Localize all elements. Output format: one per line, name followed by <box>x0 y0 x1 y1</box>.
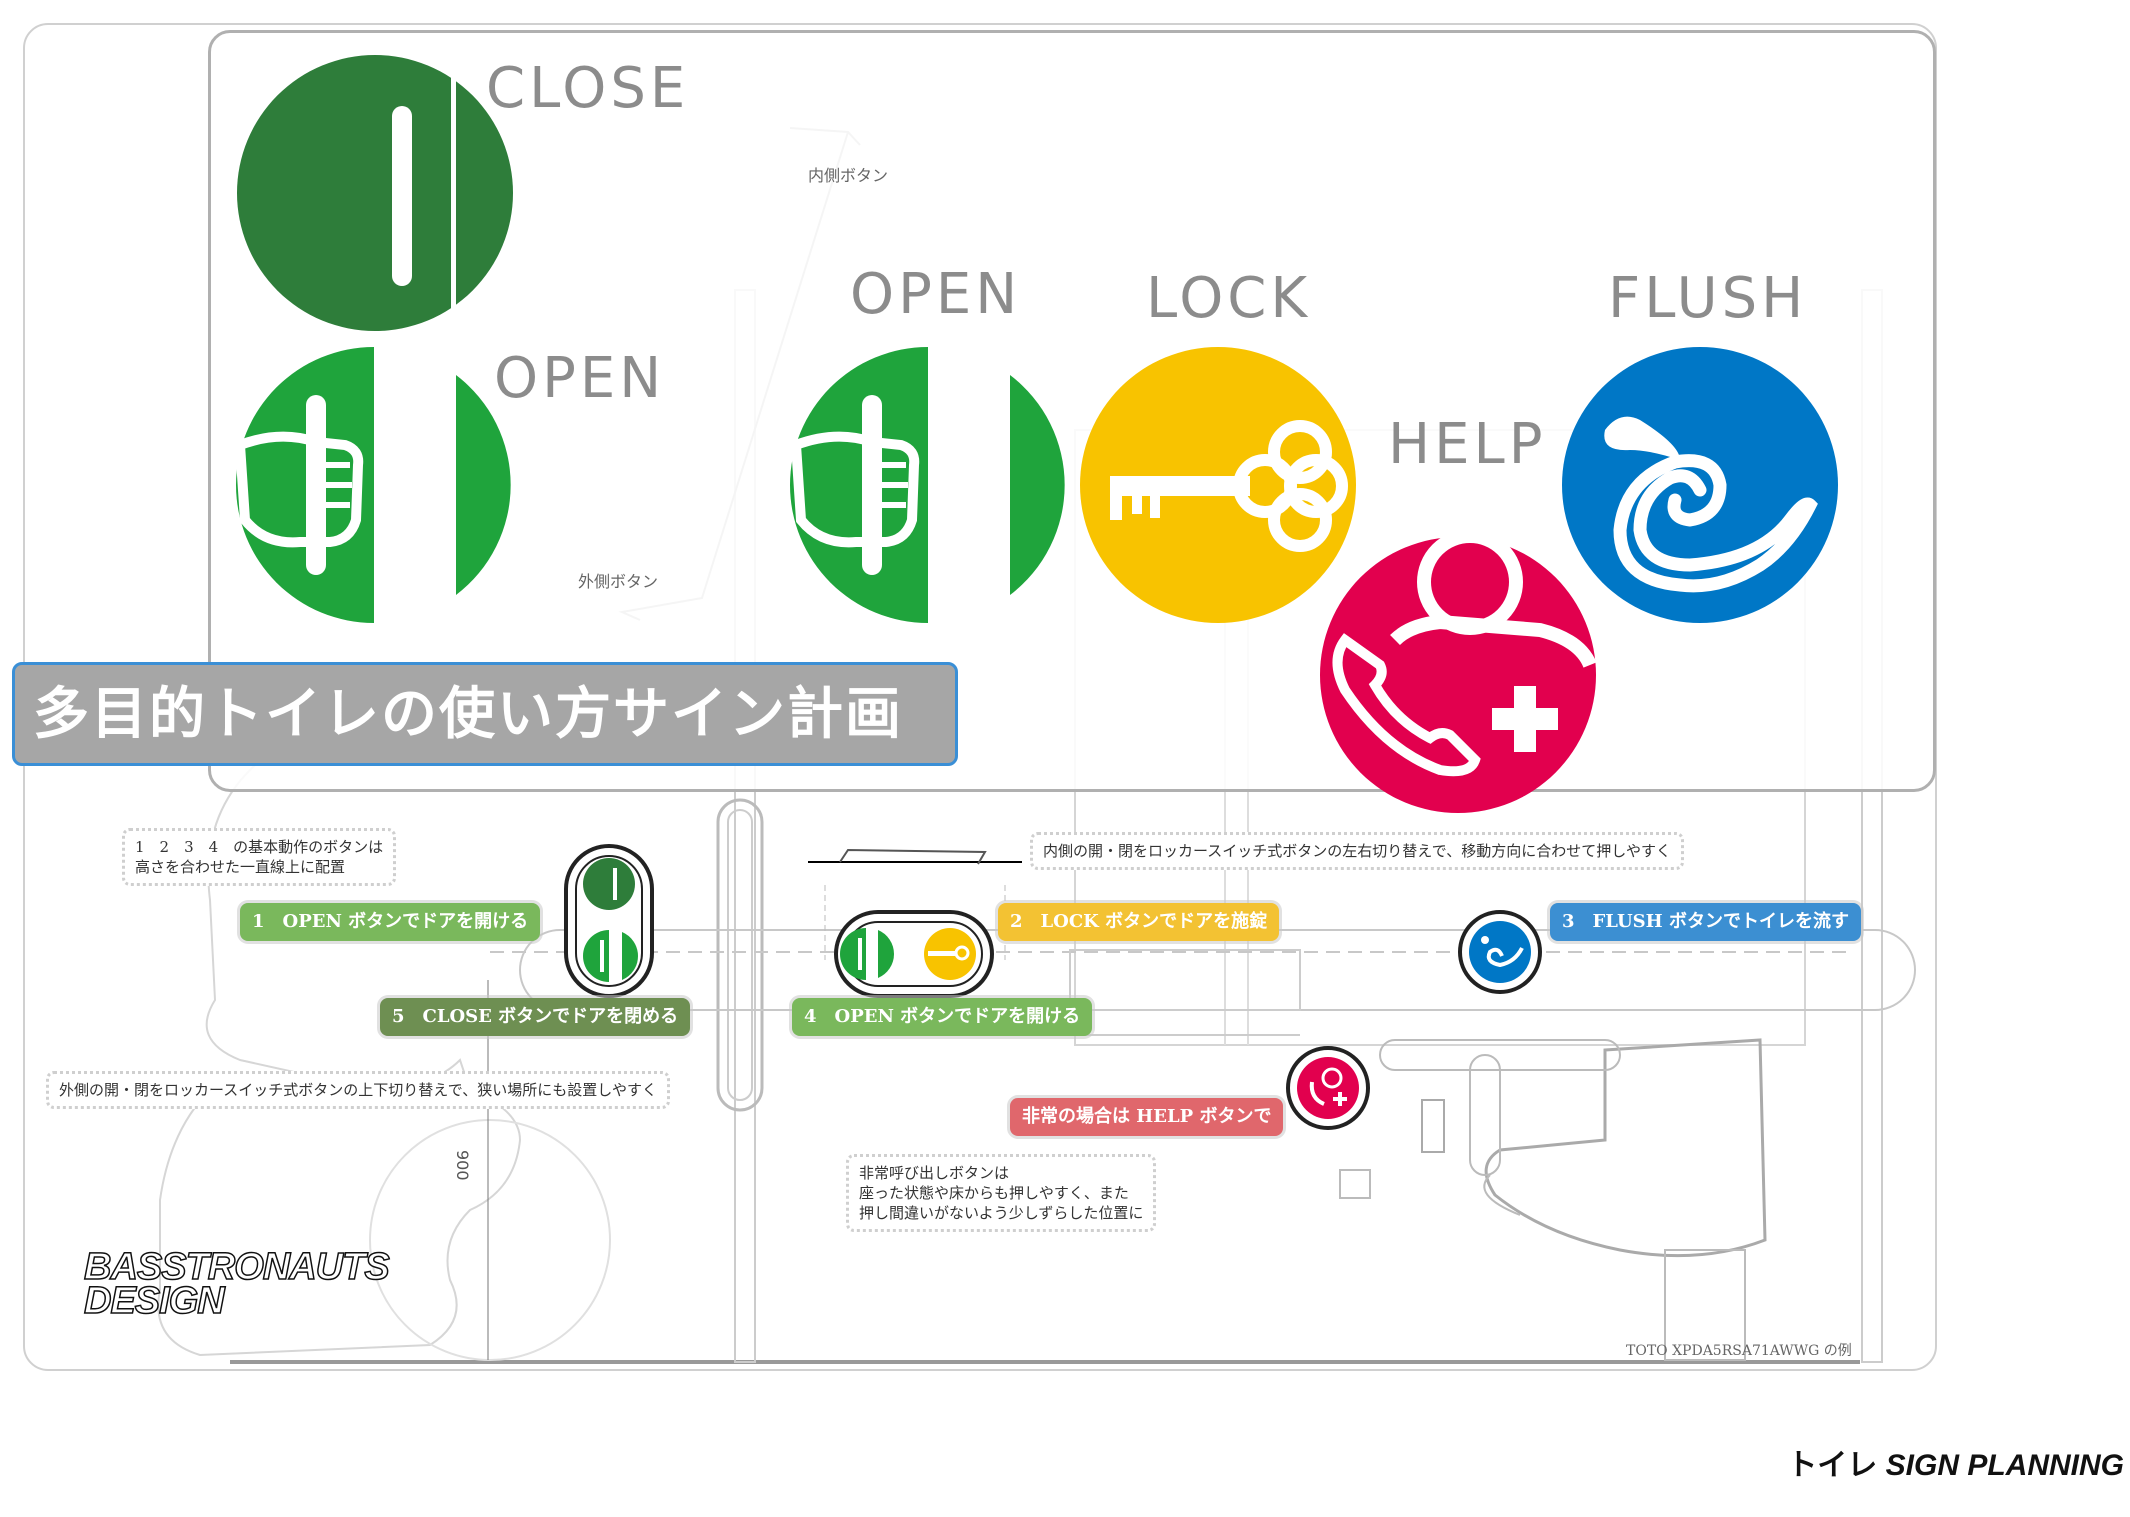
lock-label: LOCK <box>1146 266 1312 331</box>
close-label: CLOSE <box>486 56 690 121</box>
inner-rocker-switch <box>834 910 994 998</box>
dimension-label: 900 <box>453 1150 472 1181</box>
open-icon <box>234 347 511 623</box>
page-title: 多目的トイレの使い方サイン計画 <box>12 662 958 766</box>
close-icon <box>237 55 513 331</box>
callout-open-outer: 1 OPEN ボタンでドアを開ける <box>240 903 541 941</box>
footer-en: SIGN PLANNING <box>1885 1449 2124 1482</box>
callout-help: 非常の場合は HELP ボタンで <box>1010 1098 1284 1136</box>
note-line: 高さを合わせた一直線上に配置 <box>135 858 346 876</box>
callout-flush: 3 FLUSH ボタンでトイレを流す <box>1550 903 1861 941</box>
note-line: 座った状態や床からも押しやすく、また <box>859 1184 1129 1202</box>
flush-label: FLUSH <box>1608 266 1808 331</box>
help-phone-icon <box>1320 529 1597 813</box>
brand-logo: BASSTRONAUTS DESIGN <box>83 1246 390 1322</box>
logo-line: BASSTRONAUTS <box>83 1246 390 1288</box>
open-label-right: OPEN <box>850 262 1022 327</box>
note-emergency: 非常呼び出しボタンは 座った状態や床からも押しやすく、また 押し間違いがないよう… <box>846 1154 1157 1232</box>
help-button-small <box>1286 1046 1370 1130</box>
footer-jp: トイレ <box>1787 1449 1878 1482</box>
callout-open-inner: 4 OPEN ボタンでドアを開ける <box>792 998 1093 1036</box>
lock-key-icon <box>1080 347 1356 623</box>
flush-button-small <box>1458 910 1542 994</box>
open-label-left: OPEN <box>494 346 666 411</box>
note-inner-switch: 内側の開・閉をロッカースイッチ式ボタンの左右切り替えで、移動方向に合わせて押しや… <box>1030 832 1685 870</box>
callout-lock: 2 LOCK ボタンでドアを施錠 <box>998 903 1280 941</box>
logo-line: DESIGN <box>83 1280 225 1322</box>
help-label: HELP <box>1388 412 1547 477</box>
note-line: 押し間違いがないよう少しずらした位置に <box>859 1204 1144 1222</box>
inner-button-note: 内側ボタン <box>808 166 889 185</box>
note-baseline: 1 2 3 4 の基本動作のボタンは 高さを合わせた一直線上に配置 <box>122 828 397 886</box>
model-note: TOTO XPDA5RSA71AWWG の例 <box>1626 1343 1852 1359</box>
open-icon <box>790 347 1065 623</box>
note-line: 1 2 3 4 の基本動作のボタンは <box>135 838 384 856</box>
note-outer-switch: 外側の開・閉をロッカースイッチ式ボタンの上下切り替えで、狭い場所にも設置しやすく <box>46 1071 671 1109</box>
footer-title: トイレ SIGN PLANNING <box>1787 1440 2124 1484</box>
outer-rocker-switch <box>564 844 654 998</box>
outer-button-note: 外側ボタン <box>578 572 659 591</box>
callout-close: 5 CLOSE ボタンでドアを閉める <box>380 998 691 1036</box>
note-line: 非常呼び出しボタンは <box>859 1164 1010 1182</box>
flush-icon <box>1562 347 1838 623</box>
